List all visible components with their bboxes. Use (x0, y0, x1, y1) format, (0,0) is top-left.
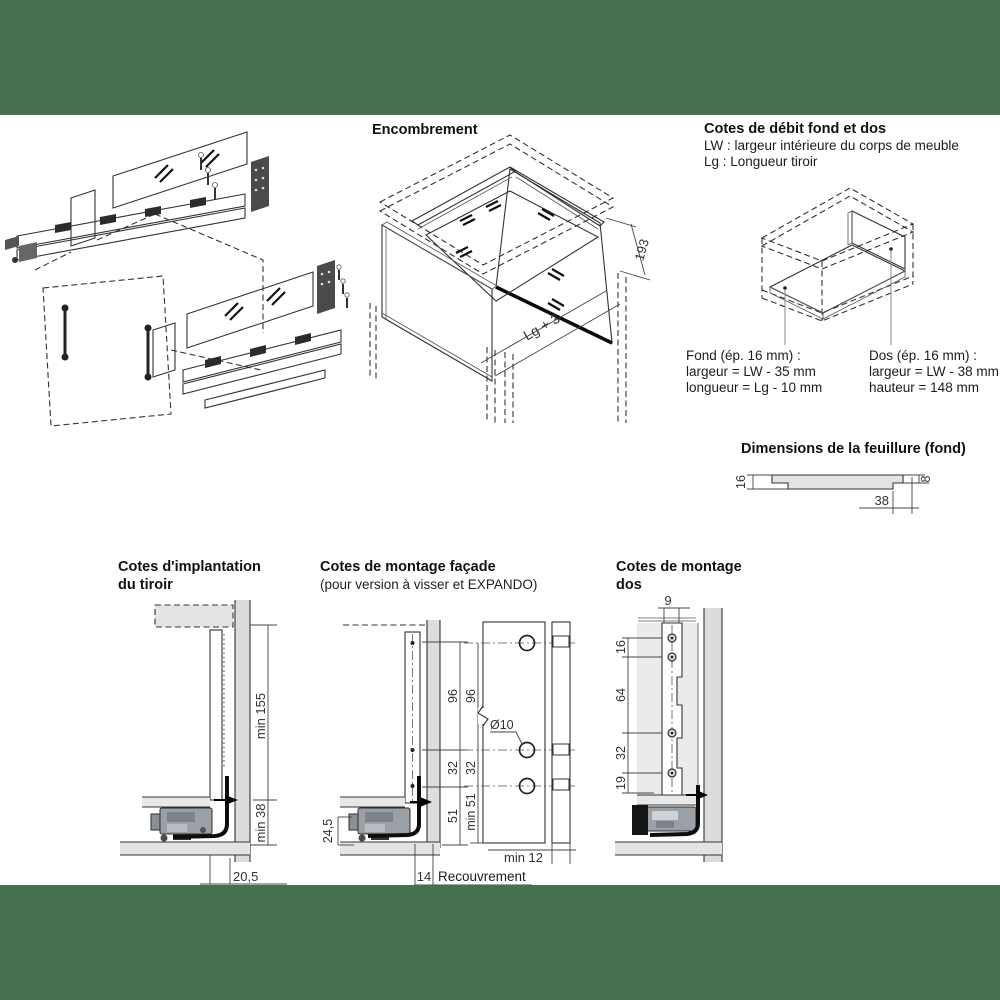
dim-min12-label: min 12 (504, 850, 543, 865)
side-dim-chain: 96 32 51 (422, 641, 468, 846)
dim-38-label: 38 (875, 493, 889, 508)
screw-hole (667, 652, 677, 662)
cabinet-dashed (369, 134, 627, 423)
dos-title-line1: Cotes de montage (616, 559, 742, 575)
fond-note: Fond (ép. 16 mm) : largeur = LW - 35 mm … (686, 348, 822, 396)
handle-icon (61, 304, 69, 361)
facade-figure: 24,5 96 32 51 96 32 min 51 (321, 620, 576, 886)
dim-193-group: 193 (605, 217, 652, 281)
implantation-dims: min 155 min 38 20,5 (200, 624, 287, 885)
dim-min155-label: min 155 (253, 693, 268, 739)
debit-legend-lw: LW : largeur intérieure du corps de meub… (704, 138, 959, 153)
dim-9-group: 9 (658, 593, 690, 623)
fond-note-line1: largeur = LW - 35 mm (686, 364, 816, 379)
dim-16-label: 16 (734, 475, 748, 489)
mounting-arrow-icon (225, 795, 238, 805)
dos-title-line2: dos (616, 577, 642, 593)
dos-dim-chain: 16 64 32 19 (614, 637, 662, 794)
dim-205-label: 20,5 (233, 869, 258, 884)
dos-title: Cotes de montage dos (616, 558, 742, 594)
front-chain-32: 32 (464, 761, 478, 775)
implantation-title-line1: Cotes d'implantation (118, 559, 261, 575)
dos-side-view (615, 608, 723, 862)
dim-193-label: 193 (631, 237, 651, 262)
dos-note: Dos (ép. 16 mm) : largeur = LW - 38 mm h… (869, 348, 999, 396)
implantation-figure: min 155 min 38 20,5 (120, 600, 287, 885)
side-chain-96: 96 (446, 689, 460, 703)
front-panel-dashed (42, 275, 172, 427)
debit-box-dashed (760, 187, 915, 322)
feuillure-title: Dimensions de la feuillure (fond) (741, 441, 966, 457)
drawer-body (381, 166, 613, 382)
dos-note-line2: hauteur = 148 mm (869, 380, 979, 395)
dim-245-group: 24,5 (321, 816, 354, 846)
top-green-band (0, 0, 1000, 115)
facade-front-view: Ø10 (464, 621, 576, 844)
hole (518, 634, 536, 652)
front-chain-96: 96 (464, 689, 478, 703)
dos-note-title: Dos (ép. 16 mm) : (869, 348, 978, 363)
implantation-title-line2: du tiroir (118, 577, 173, 593)
mounting-arrow-icon (696, 790, 708, 800)
drawer-front-panel (381, 224, 493, 382)
dos-note-line1: largeur = LW - 38 mm (869, 364, 999, 379)
hole (518, 777, 536, 795)
debit-title: Cotes de débit fond et dos (704, 121, 887, 137)
dos-chain-19: 19 (614, 776, 628, 790)
encombrement-figure: 193 Lg + 3 (369, 134, 652, 423)
side-chain-32: 32 (446, 761, 460, 775)
facade-side-view (340, 620, 441, 856)
drawer-section (142, 629, 238, 842)
dos-panel (847, 210, 906, 270)
dos-figure: 9 (614, 593, 723, 862)
implantation-title: Cotes d'implantation du tiroir (118, 558, 261, 594)
feuillure-figure: 16 38 8 (734, 474, 933, 514)
fond-note-title: Fond (ép. 16 mm) : (686, 348, 801, 363)
dos-chain-16: 16 (614, 640, 628, 654)
dim-14-recouvrement-group: 14 Recouvrement (414, 844, 532, 886)
screw-hole (667, 633, 677, 643)
dos-chain-32: 32 (614, 746, 628, 760)
mounting-arrow-icon (420, 797, 432, 807)
screw-icons (198, 152, 218, 200)
facade-title-line2: (pour version à visser et EXPANDO) (320, 577, 538, 592)
fond-note-line2: longueur = Lg - 10 mm (686, 380, 823, 395)
cabinet-section (120, 600, 251, 862)
right-side-assembly (152, 260, 350, 409)
dim-38-group: 38 (859, 477, 919, 514)
screw-hole (667, 728, 677, 738)
dim-14-label: 14 (417, 869, 431, 884)
dim-min38-label: min 38 (253, 803, 268, 842)
dim-min12-group: min 12 (488, 843, 576, 865)
front-chain-min51: min 51 (464, 793, 478, 831)
side-chain-51: 51 (446, 809, 460, 823)
facade-title: Cotes de montage façade (pour version à … (320, 558, 537, 594)
fond-panel (768, 244, 907, 320)
front-dim-chain: 96 32 min 51 (464, 643, 486, 844)
dim-hole-label: Ø10 (490, 718, 514, 732)
dim-245-label: 24,5 (321, 819, 335, 843)
handle-icon (144, 324, 152, 381)
dim-16-group: 16 (734, 474, 788, 490)
screw-icons (336, 264, 350, 308)
drawer-slide (632, 805, 697, 835)
dim-8-label: 8 (919, 475, 933, 482)
dim-9-label: 9 (664, 593, 671, 608)
debit-legend-lg: Lg : Longueur tiroir (704, 154, 818, 169)
bottom-green-band (0, 885, 1000, 1000)
recouvrement-label: Recouvrement (438, 869, 526, 884)
exploded-view-figure (5, 131, 350, 427)
dim-8-group: 8 (903, 474, 933, 484)
dos-chain-64: 64 (614, 688, 628, 702)
feuillure-profile (771, 474, 904, 490)
encombrement-title: Encombrement (372, 122, 478, 138)
left-side-assembly (5, 131, 269, 263)
cabinet-hint-dashed (34, 213, 264, 371)
dim-lg3-label: Lg + 3 (520, 310, 562, 344)
facade-title-line1: Cotes de montage façade (320, 559, 496, 575)
debit-figure (760, 187, 915, 345)
screw-hole (667, 768, 677, 778)
hole (518, 741, 536, 759)
